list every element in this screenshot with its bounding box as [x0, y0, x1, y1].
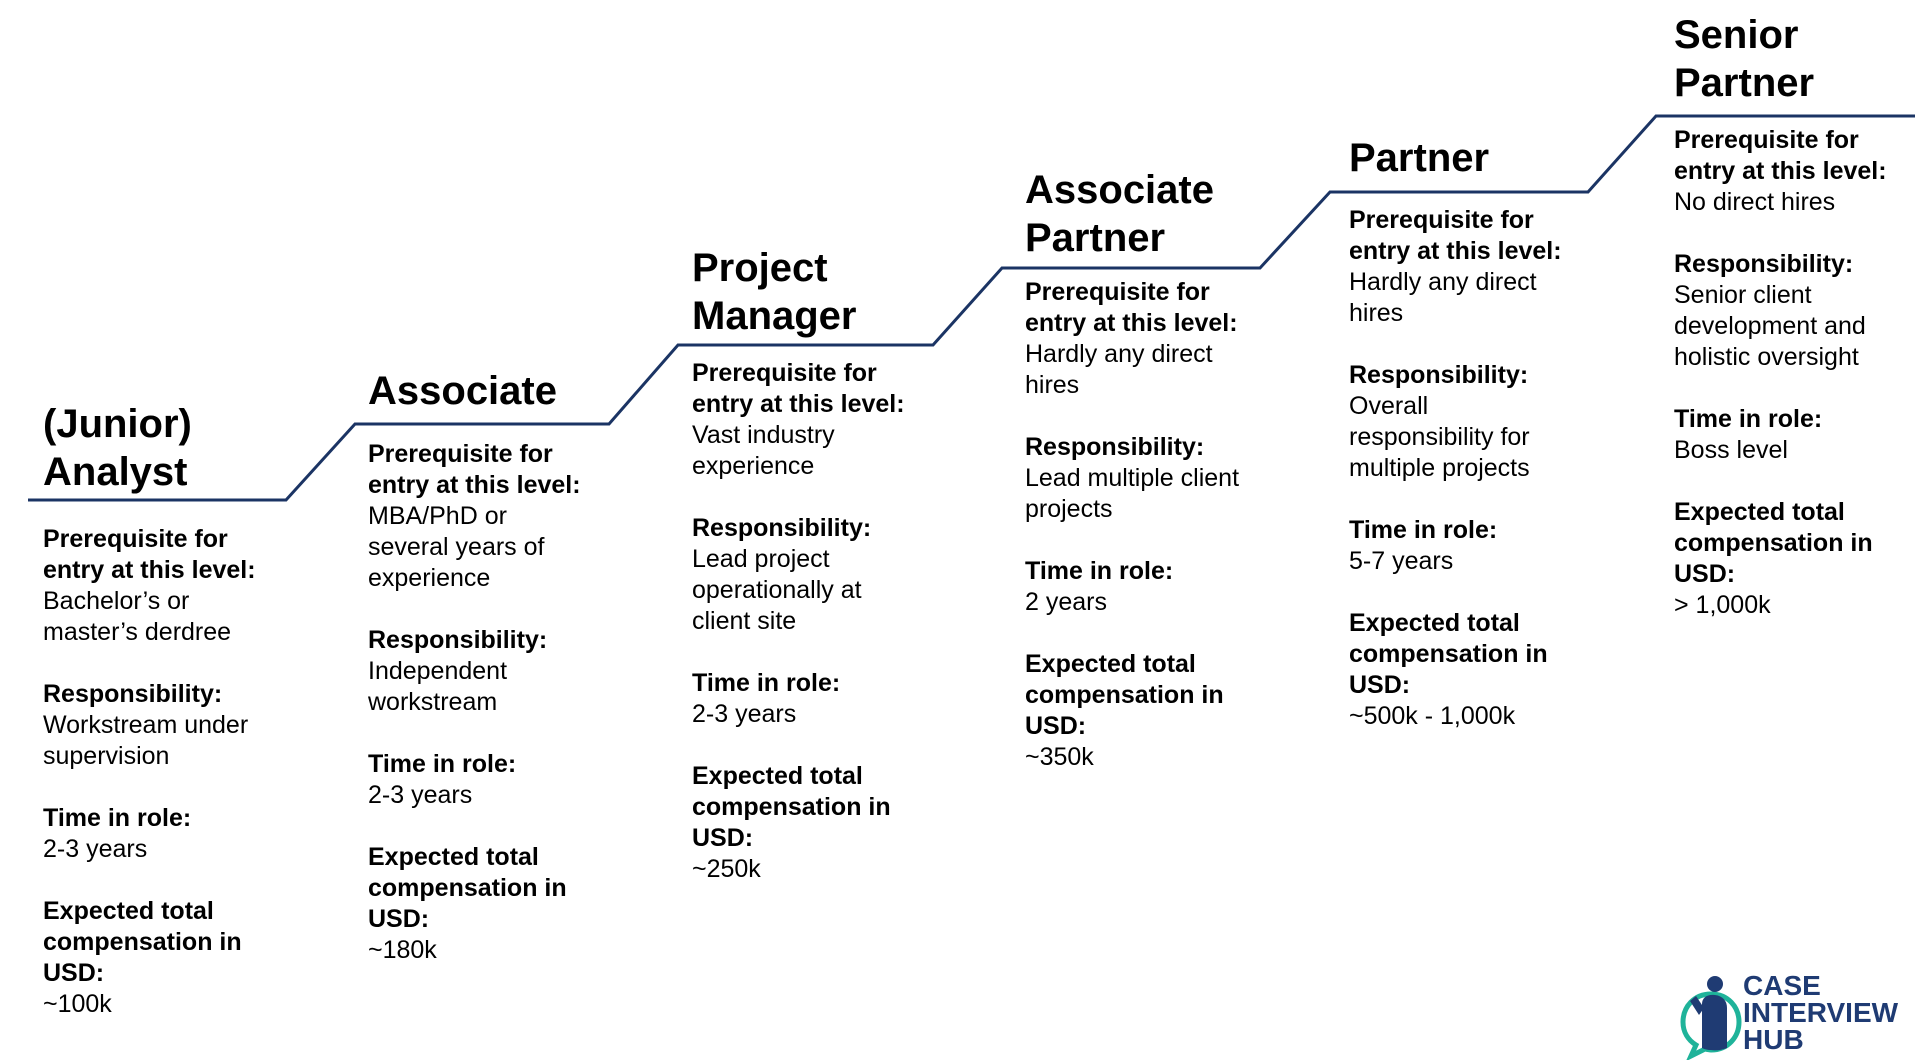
staircase-path [28, 114, 1915, 502]
level-title: Partner [1349, 136, 1490, 180]
responsibility-value: Lead multiple client projects [1025, 464, 1240, 523]
level-details: Prerequisite for entry at this level: MB… [368, 439, 618, 997]
responsibility-label: Responsibility: [1025, 433, 1205, 461]
prerequisite-block: Prerequisite for entry at this level: Va… [692, 358, 942, 482]
time-in-role-value: Boss level [1674, 436, 1788, 464]
time-in-role-label: Time in role: [43, 804, 192, 832]
responsibility-value: Lead project operationally at client sit… [692, 545, 862, 635]
case-interview-hub-logo: CASE INTERVIEW HUB [1680, 970, 1920, 1060]
time-in-role-value: 2 years [1025, 588, 1107, 616]
responsibility-block: Responsibility: Independent workstream [368, 625, 618, 718]
time-in-role-label: Time in role: [1674, 405, 1823, 433]
responsibility-label: Responsibility: [1674, 250, 1854, 278]
level-title: Senior Partner [1674, 13, 1815, 105]
responsibility-value: Senior client development and holistic o… [1674, 281, 1866, 371]
compensation-value: ~250k [692, 855, 761, 883]
prerequisite-block: Prerequisite for entry at this level: No… [1674, 125, 1920, 218]
level-details: Prerequisite for entry at this level: Ha… [1025, 277, 1275, 804]
compensation-label: Expected total compensation in USD: [368, 843, 567, 933]
compensation-label: Expected total compensation in USD: [1025, 650, 1224, 740]
responsibility-label: Responsibility: [692, 514, 872, 542]
compensation-label: Expected total compensation in USD: [43, 897, 242, 987]
prerequisite-value: Vast industry experience [692, 421, 835, 480]
compensation-value: ~100k [43, 990, 112, 1018]
time-in-role-value: 2-3 years [692, 700, 797, 728]
level-title: Project Manager [692, 246, 857, 338]
level-details: Prerequisite for entry at this level: Ba… [43, 524, 293, 1051]
compensation-value: ~350k [1025, 743, 1094, 771]
level-details: Prerequisite for entry at this level: Va… [692, 358, 942, 916]
time-in-role-block: Time in role: 5-7 years [1349, 515, 1599, 577]
time-in-role-block: Time in role: 2-3 years [43, 803, 293, 865]
responsibility-label: Responsibility: [368, 626, 548, 654]
prerequisite-label: Prerequisite for entry at this level: [43, 525, 256, 584]
prerequisite-value: Bachelor’s or master’s derdree [43, 587, 232, 646]
level-title: Associate [368, 369, 557, 413]
level-title: Associate Partner [1025, 168, 1214, 260]
prerequisite-block: Prerequisite for entry at this level: Ba… [43, 524, 293, 648]
time-in-role-block: Time in role: Boss level [1674, 404, 1920, 466]
level-details: Prerequisite for entry at this level: No… [1674, 125, 1920, 652]
compensation-value: ~500k - 1,000k [1349, 702, 1516, 730]
compensation-label: Expected total compensation in USD: [692, 762, 891, 852]
responsibility-block: Responsibility: Lead project operational… [692, 513, 942, 637]
time-in-role-label: Time in role: [692, 669, 841, 697]
prerequisite-label: Prerequisite for entry at this level: [1025, 278, 1238, 337]
prerequisite-label: Prerequisite for entry at this level: [1349, 206, 1562, 265]
prerequisite-block: Prerequisite for entry at this level: Ha… [1349, 205, 1599, 329]
responsibility-value: Overall responsibility for multiple proj… [1349, 392, 1530, 482]
compensation-block: Expected total compensation in USD: ~500… [1349, 608, 1599, 732]
responsibility-label: Responsibility: [1349, 361, 1529, 389]
time-in-role-value: 5-7 years [1349, 547, 1454, 575]
level-details: Prerequisite for entry at this level: Ha… [1349, 205, 1599, 763]
prerequisite-value: Hardly any direct hires [1349, 268, 1537, 327]
time-in-role-label: Time in role: [368, 750, 517, 778]
compensation-label: Expected total compensation in USD: [1674, 498, 1873, 588]
person-speech-bubble-icon [1680, 976, 1742, 1060]
compensation-block: Expected total compensation in USD: ~250… [692, 761, 942, 885]
prerequisite-label: Prerequisite for entry at this level: [692, 359, 905, 418]
prerequisite-label: Prerequisite for entry at this level: [1674, 126, 1887, 185]
time-in-role-value: 2-3 years [43, 835, 148, 863]
time-in-role-value: 2-3 years [368, 781, 473, 809]
responsibility-block: Responsibility: Workstream under supervi… [43, 679, 293, 772]
responsibility-block: Responsibility: Senior client developmen… [1674, 249, 1920, 373]
responsibility-block: Responsibility: Overall responsibility f… [1349, 360, 1599, 484]
compensation-block: Expected total compensation in USD: > 1,… [1674, 497, 1920, 621]
prerequisite-value: MBA/PhD or several years of experience [368, 502, 545, 592]
compensation-value: > 1,000k [1674, 591, 1771, 619]
responsibility-block: Responsibility: Lead multiple client pro… [1025, 432, 1275, 525]
time-in-role-block: Time in role: 2-3 years [368, 749, 618, 811]
level-title: (Junior) Analyst [43, 402, 192, 494]
prerequisite-block: Prerequisite for entry at this level: Ha… [1025, 277, 1275, 401]
logo-text: CASE INTERVIEW HUB [1743, 970, 1899, 1055]
prerequisite-value: Hardly any direct hires [1025, 340, 1213, 399]
compensation-label: Expected total compensation in USD: [1349, 609, 1548, 699]
prerequisite-value: No direct hires [1674, 188, 1836, 216]
compensation-block: Expected total compensation in USD: ~350… [1025, 649, 1275, 773]
responsibility-value: Workstream under supervision [43, 711, 249, 770]
compensation-value: ~180k [368, 936, 437, 964]
time-in-role-label: Time in role: [1025, 557, 1174, 585]
compensation-block: Expected total compensation in USD: ~100… [43, 896, 293, 1020]
time-in-role-label: Time in role: [1349, 516, 1498, 544]
responsibility-value: Independent workstream [368, 657, 508, 716]
prerequisite-label: Prerequisite for entry at this level: [368, 440, 581, 499]
responsibility-label: Responsibility: [43, 680, 223, 708]
time-in-role-block: Time in role: 2-3 years [692, 668, 942, 730]
compensation-block: Expected total compensation in USD: ~180… [368, 842, 618, 966]
time-in-role-block: Time in role: 2 years [1025, 556, 1275, 618]
prerequisite-block: Prerequisite for entry at this level: MB… [368, 439, 618, 594]
